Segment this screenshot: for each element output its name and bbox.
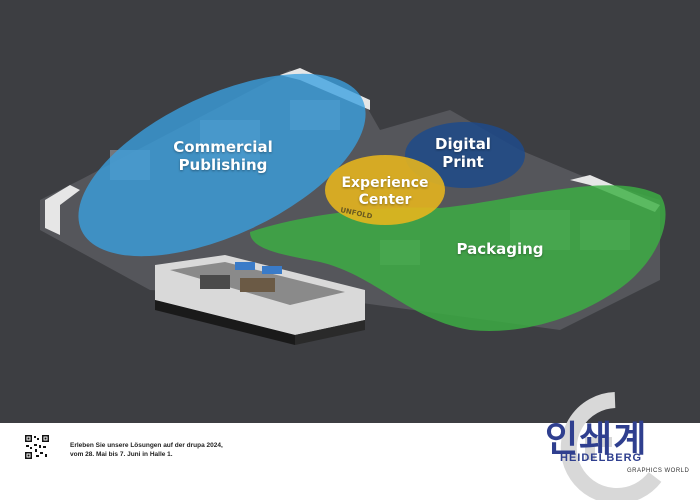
footer-info-text: Erleben Sie unsere Lösungen auf der drup… <box>70 442 223 459</box>
zone-packaging[interactable] <box>250 185 666 331</box>
logo-korean-text: 인쇄계 <box>545 419 648 460</box>
wall-left <box>45 185 80 235</box>
label-experience-center: Experience Center <box>341 175 429 208</box>
label-packaging: Packaging <box>456 240 544 258</box>
label-digital-print: Digital Print <box>435 135 491 171</box>
heidelberg-logo-icon <box>560 392 662 500</box>
logo-sub-text: GRAPHICS WORLD <box>627 468 690 474</box>
side-building <box>155 255 365 345</box>
floorplan-graphic: UNFOLD <box>40 36 666 345</box>
qr-code-icon[interactable] <box>24 434 50 460</box>
logo-brand-text: HEIDELBERG <box>560 452 643 464</box>
zone-experience-center[interactable] <box>325 155 445 225</box>
hall-floorplan: UNFOLD Commercial Publishing Digital Pri… <box>0 0 700 423</box>
zone-commercial-publishing[interactable] <box>52 36 392 294</box>
label-commercial-publishing: Commercial Publishing <box>173 138 273 174</box>
